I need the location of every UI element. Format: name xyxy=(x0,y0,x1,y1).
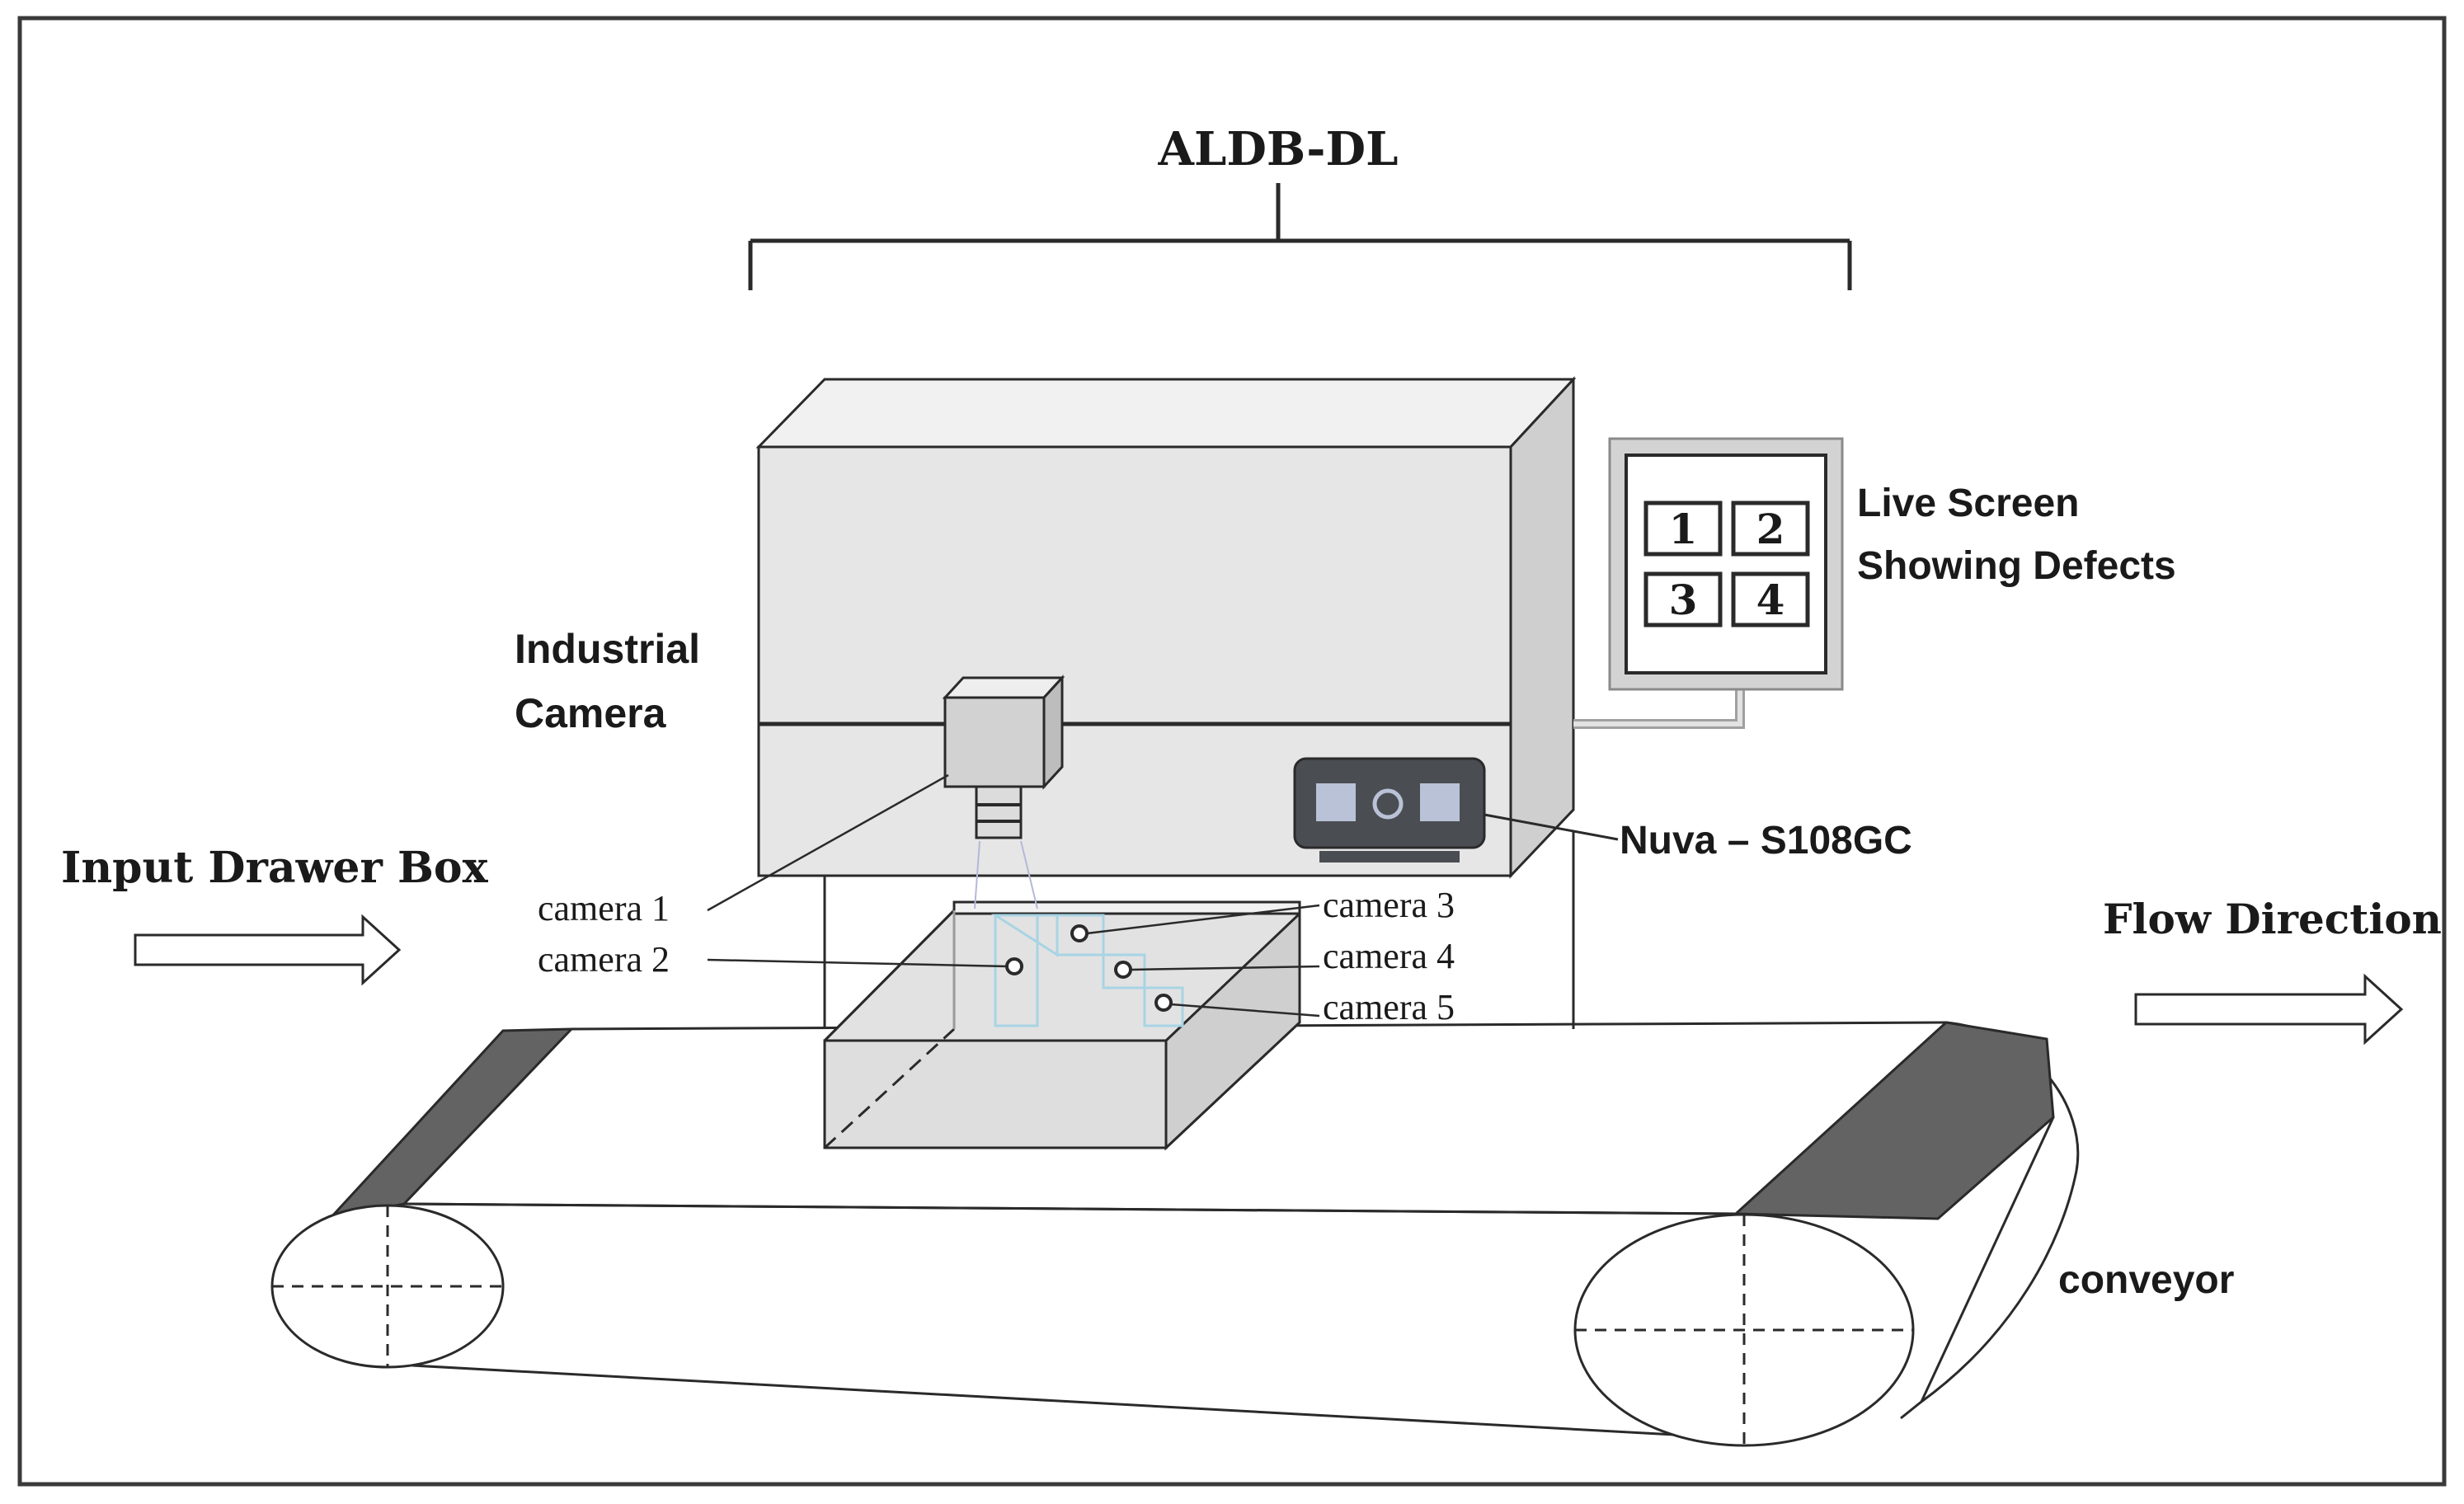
screen-panel-2 xyxy=(1731,501,1810,557)
figure-border xyxy=(17,16,2447,1487)
screen-panel-label-4: 4 xyxy=(1756,576,1785,624)
input-label: Input Drawer Box xyxy=(61,843,489,893)
controller-leader xyxy=(1484,813,1619,841)
screen-panel-4 xyxy=(1731,571,1810,627)
camera-label-1: camera 1 xyxy=(538,888,670,928)
camera-lens xyxy=(975,785,1023,839)
drawer-box-rim xyxy=(952,900,1301,915)
flow-arrow-icon xyxy=(2134,973,2404,1046)
belt-edge-right xyxy=(1733,1021,2055,1220)
cabinet-top xyxy=(755,378,1577,449)
controller-power-icon xyxy=(1372,788,1404,820)
drawer-box-front xyxy=(823,1039,1168,1149)
controller-label: Nuva – S108GC xyxy=(1620,819,1912,862)
camera-marker-5 xyxy=(1154,994,1173,1012)
screen-panel-label-1: 1 xyxy=(1669,505,1698,553)
system-title: ALDB-DL xyxy=(1158,122,1399,176)
conveyor-label: conveyor xyxy=(2058,1258,2234,1302)
controller-screen-right xyxy=(1420,783,1460,821)
camera-marker-4 xyxy=(1114,961,1132,979)
live-screen-label-line1: Live Screen xyxy=(1857,482,2079,525)
industrial-camera-label-line1: Industrial xyxy=(515,626,700,672)
live-screen-label-line2: Showing Defects xyxy=(1857,544,2176,588)
input-arrow-icon xyxy=(134,914,402,986)
drawer-box xyxy=(823,900,1301,1151)
screen-panel-3 xyxy=(1643,571,1723,627)
screen-panel-grid xyxy=(1643,501,1810,627)
conveyor xyxy=(270,1021,2080,1447)
camera-markers xyxy=(1005,924,1173,1012)
screen-panel-1 xyxy=(1643,501,1723,557)
live-screen-monitor xyxy=(1573,437,1844,729)
industrial-camera-label-line2: Camera xyxy=(515,690,667,736)
camera-label-2: camera 2 xyxy=(538,939,670,980)
controller-screen-left xyxy=(1316,783,1356,821)
camera-label-4: camera 4 xyxy=(1323,936,1455,976)
controller-unit xyxy=(1293,757,1486,862)
screen-panel-label-3: 3 xyxy=(1669,576,1698,624)
screen-panel-label-2: 2 xyxy=(1756,505,1785,553)
industrial-camera xyxy=(942,674,1065,839)
cabinet-side xyxy=(1509,376,1575,879)
camera-light-beam xyxy=(974,840,1038,909)
camera-label-5: camera 5 xyxy=(1323,987,1455,1027)
flow-direction-label: Flow Direction xyxy=(2103,895,2442,943)
camera-leaders xyxy=(707,773,1320,1018)
camera-marker-3 xyxy=(1070,924,1089,942)
camera-label-3: camera 3 xyxy=(1323,885,1455,925)
system-bracket xyxy=(748,183,1852,290)
camera-view-regions xyxy=(990,914,1184,1027)
camera-marker-2 xyxy=(1005,957,1023,975)
